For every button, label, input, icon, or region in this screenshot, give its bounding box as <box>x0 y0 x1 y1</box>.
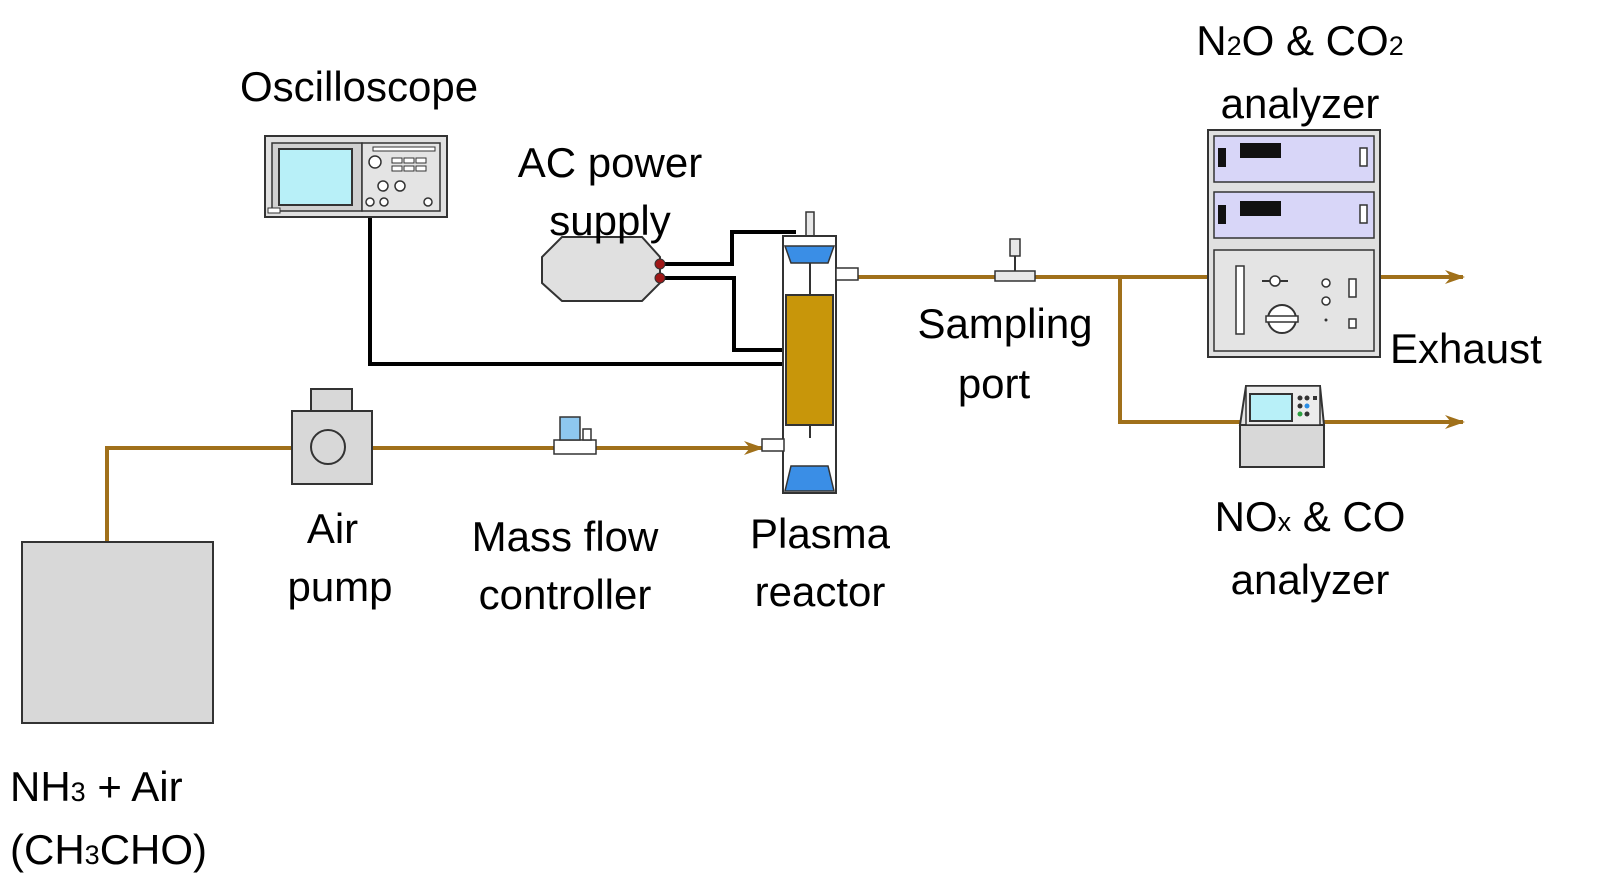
power-terminal-upper <box>654 258 666 270</box>
label-mfc-line2: controller <box>478 571 652 618</box>
gas-line-branch-nox <box>1118 277 1242 424</box>
sampling-port <box>994 238 1036 282</box>
power-terminal-lower <box>654 272 666 284</box>
reactor-top-cap <box>783 245 836 264</box>
label-ac-power-line1: AC power <box>517 139 703 186</box>
label-exhaust: Exhaust <box>1390 325 1542 372</box>
label-feed-line2: (CH3CHO) <box>10 826 208 873</box>
plasma-reactor <box>761 211 859 494</box>
oscilloscope-screen <box>278 148 353 206</box>
label-air-pump-line1: Air <box>306 505 359 552</box>
wire-oscilloscope-to-reactor <box>368 202 783 366</box>
feed-gas-box <box>21 541 214 724</box>
air-pump <box>291 388 373 485</box>
label-sampling-port: Sampling port <box>895 294 1115 414</box>
label-nox-line2: analyzer <box>1230 556 1390 603</box>
oscilloscope <box>264 135 448 218</box>
mass-flow-controller <box>553 416 597 455</box>
reactor-outlet-port <box>835 267 859 281</box>
label-mass-flow-controller: Mass flow controller <box>445 508 685 624</box>
label-n2o-line1: N2O & CO2 <box>1196 17 1404 64</box>
label-feed-gas: NH3 + Air (CH3CHO) <box>10 758 207 884</box>
label-nox-co-analyzer: NOx & CO analyzer <box>1170 488 1450 609</box>
label-air-pump-line2: pump <box>287 563 393 610</box>
reactor-inlet-port <box>761 438 785 452</box>
label-ac-power-line2: supply <box>549 197 671 244</box>
wire-power-upper <box>662 230 796 266</box>
label-n2o-co2-analyzer: N2O & CO2 analyzer <box>1150 12 1450 133</box>
wire-power-lower <box>662 276 783 352</box>
label-feed-line1: NH3 + Air <box>10 763 183 810</box>
nox-analyzer-screen <box>1249 393 1293 422</box>
label-plasma-reactor: Plasma reactor <box>730 505 910 621</box>
label-plasma-line2: reactor <box>754 568 886 615</box>
label-sampling-line1: Sampling <box>917 300 1093 347</box>
ac-power-supply <box>541 236 666 302</box>
label-plasma-line1: Plasma <box>749 510 891 557</box>
label-mfc-line1: Mass flow <box>471 513 659 560</box>
electrical-wires <box>368 202 796 366</box>
reactor-bottom-cap <box>784 465 835 492</box>
label-oscilloscope: Oscilloscope <box>240 63 479 110</box>
label-ac-power-supply: AC power supply <box>490 134 730 250</box>
label-air-pump: Air pump <box>270 500 410 616</box>
label-sampling-line2: port <box>957 360 1031 407</box>
nox-co-analyzer <box>1238 385 1326 468</box>
label-nox-line1: NOx & CO <box>1214 493 1406 540</box>
gas-line-feed-to-pump <box>105 446 292 542</box>
n2o-co2-analyzer <box>1207 129 1381 358</box>
reactor-discharge-zone <box>785 294 834 426</box>
label-n2o-line2: analyzer <box>1220 80 1380 127</box>
